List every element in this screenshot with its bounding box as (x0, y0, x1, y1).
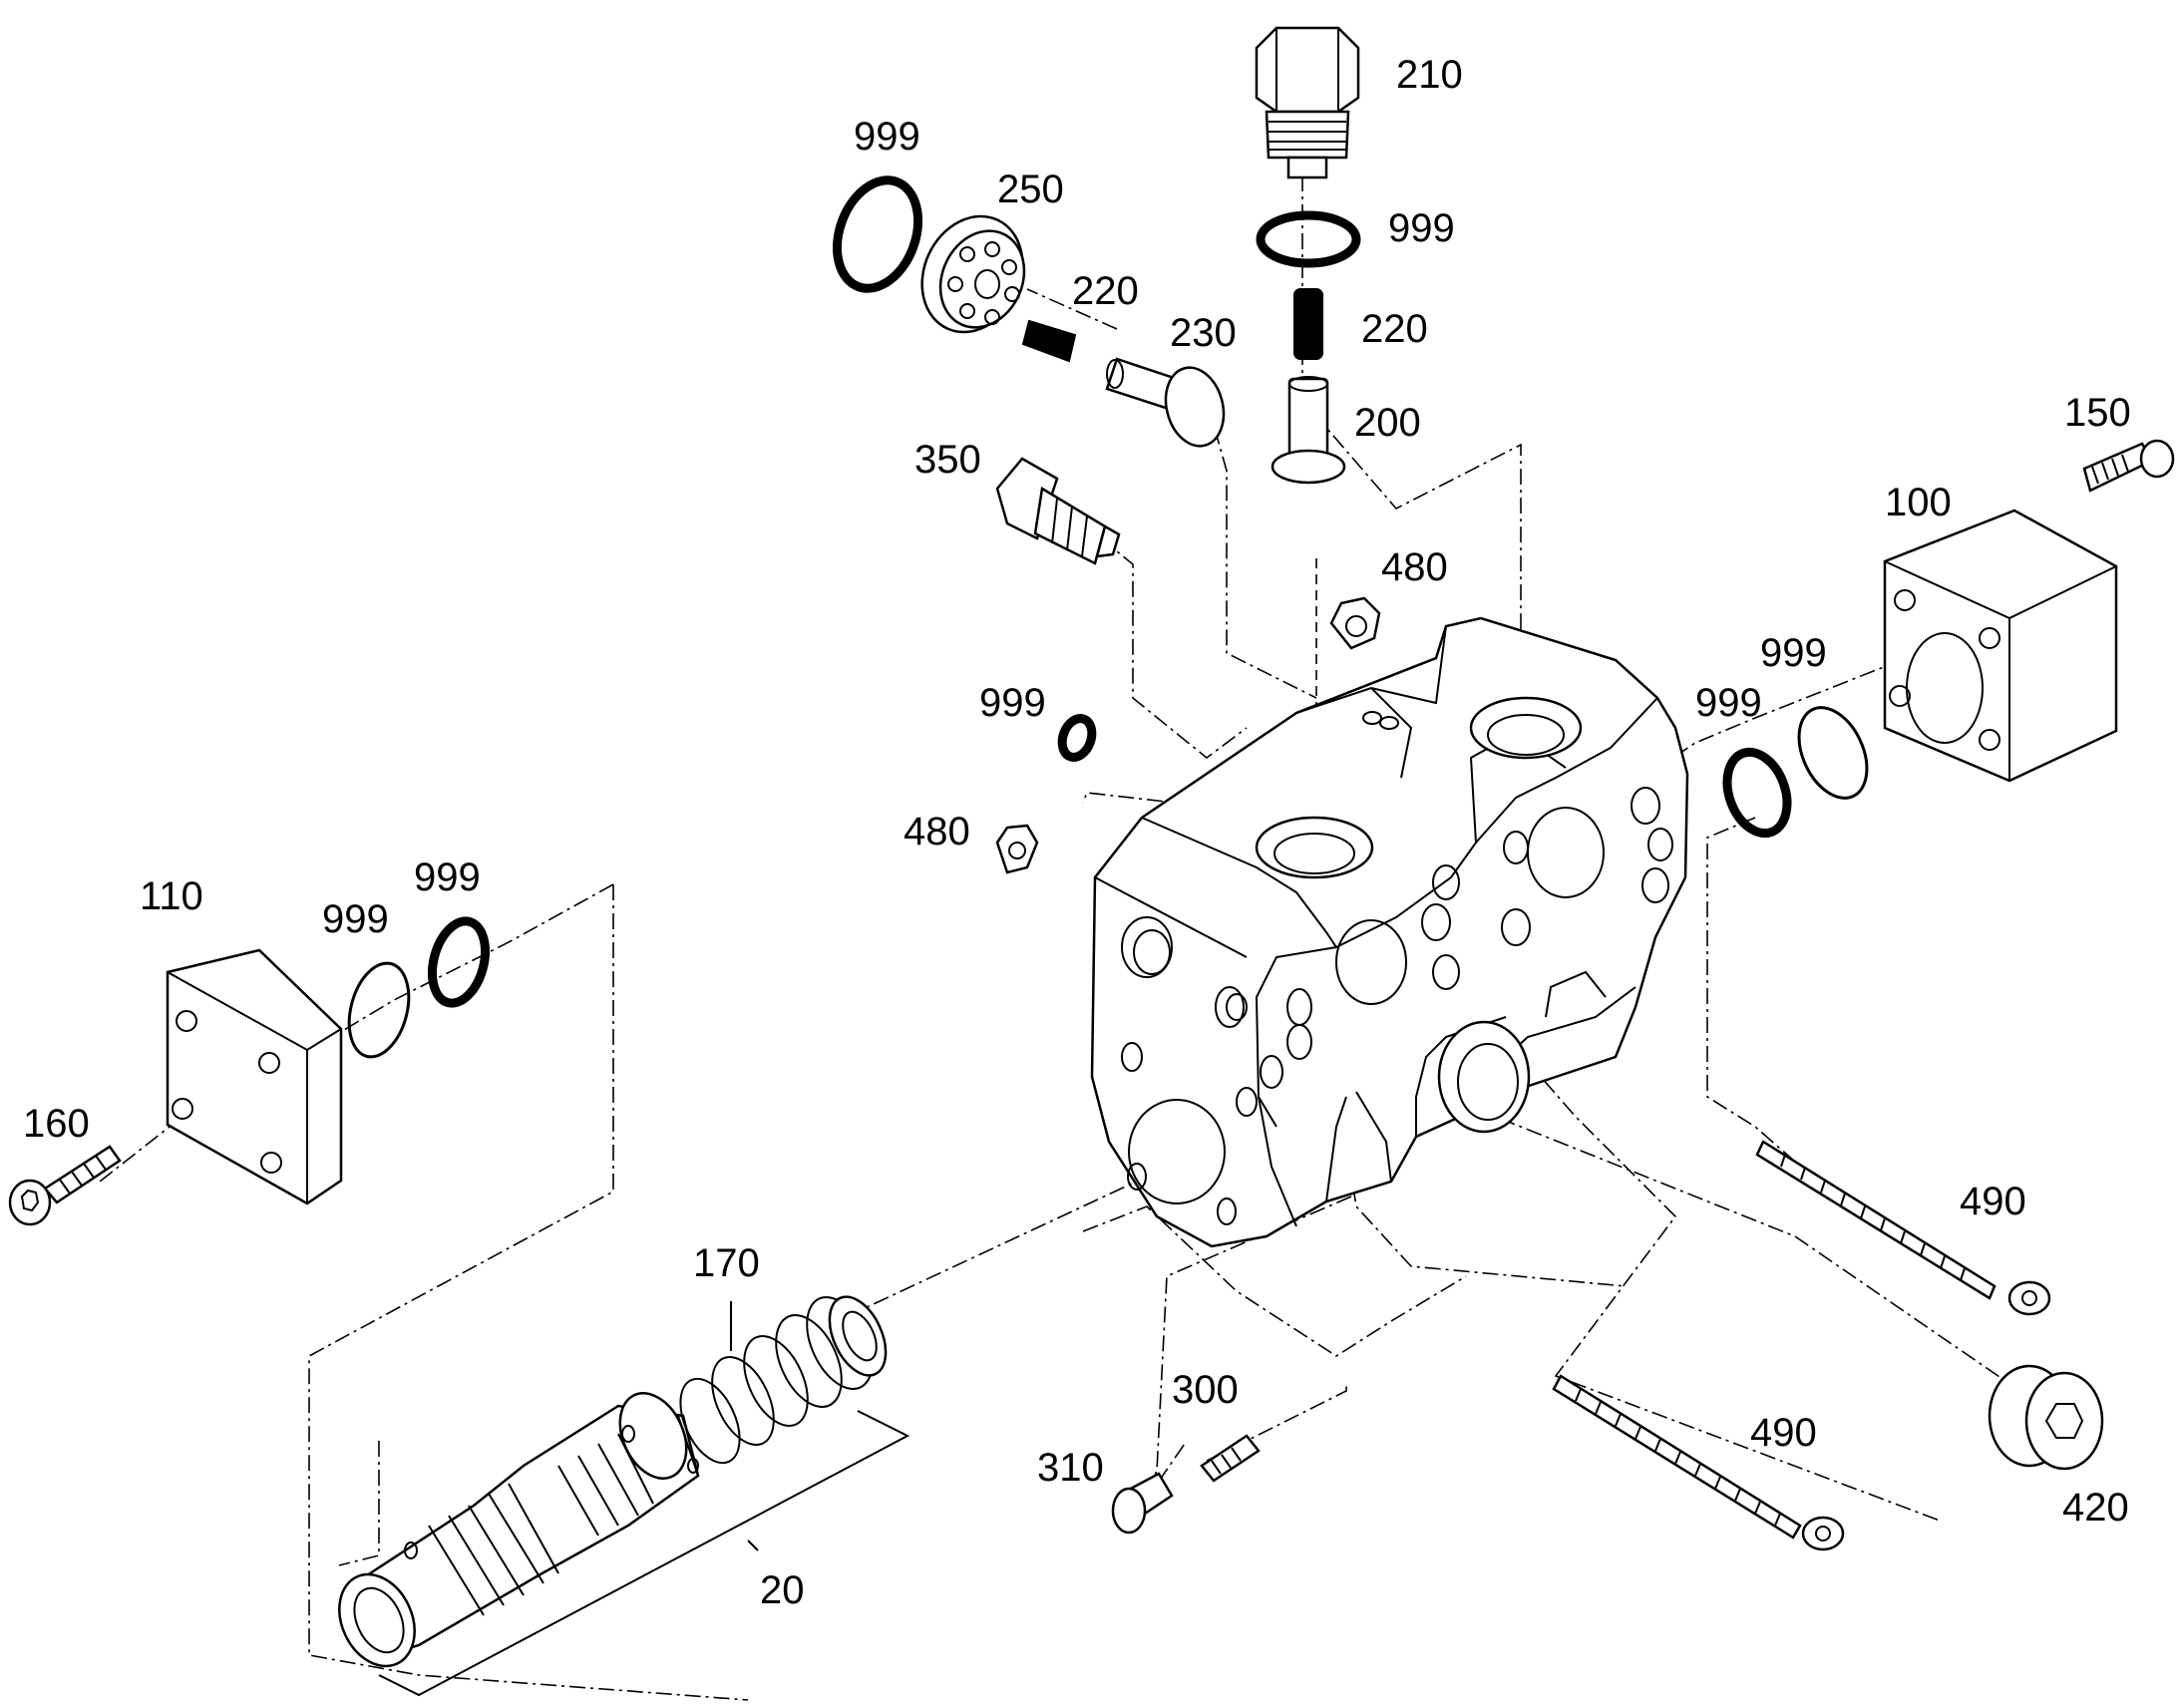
spring-300 (1200, 1434, 1261, 1483)
callout-310: 310 (1037, 1446, 1104, 1490)
o-ring-999-mid (1057, 714, 1097, 762)
o-ring-999-left-a (347, 961, 411, 1059)
callout-999-a: 999 (854, 115, 920, 159)
callout-999-b: 999 (1388, 206, 1455, 250)
piston-200 (1271, 376, 1346, 485)
callout-480-a: 480 (1381, 545, 1448, 589)
cartridge-350 (995, 457, 1121, 565)
spring-220-right (1293, 288, 1323, 360)
spring-220-upper (1021, 319, 1077, 363)
bracket-20 (378, 1410, 910, 1697)
spool-assembly-20 (338, 1392, 700, 1668)
callout-999-d: 999 (1695, 681, 1762, 725)
callout-999-e: 999 (979, 681, 1046, 725)
screw-150 (2082, 439, 2175, 493)
callout-220-b: 220 (1361, 307, 1428, 351)
plug-310 (1111, 1472, 1174, 1535)
callout-999-g: 999 (322, 897, 389, 941)
cover-block-100 (1883, 509, 2118, 783)
o-ring-999-top (1256, 210, 1361, 268)
callout-999-f: 999 (414, 855, 481, 899)
callout-300: 300 (1172, 1368, 1239, 1412)
assembly-lines (99, 118, 2075, 1701)
disk-250 (920, 214, 1026, 334)
callout-490-a: 490 (1960, 1180, 2026, 1223)
callout-490-b: 490 (1750, 1411, 1817, 1455)
o-ring-999-right-a (1722, 747, 1792, 839)
nut-480-lower (995, 824, 1039, 874)
callout-labels: 210 999 250 999 220 230 220 200 350 150 … (23, 53, 2131, 1612)
callout-170: 170 (693, 1241, 760, 1285)
callout-210: 210 (1396, 53, 1463, 97)
callout-480-b: 480 (904, 810, 970, 854)
callout-250: 250 (997, 168, 1064, 211)
callout-20: 20 (760, 1568, 805, 1612)
callout-230: 230 (1170, 311, 1237, 355)
callout-420: 420 (2062, 1486, 2129, 1530)
o-ring-999-right-b (1797, 706, 1869, 800)
callout-100: 100 (1885, 481, 1952, 524)
plug-210 (1255, 26, 1360, 179)
callout-220-a: 220 (1072, 269, 1139, 313)
plug-420 (1988, 1364, 2104, 1471)
leader-20 (747, 1539, 759, 1551)
screw-160 (8, 1145, 122, 1226)
callout-160: 160 (23, 1102, 90, 1146)
cover-block-110 (166, 948, 343, 1205)
callout-200: 200 (1354, 401, 1421, 445)
nut-480-upper (1329, 596, 1381, 650)
bolt-490-lower (1552, 1374, 1845, 1551)
callout-110: 110 (140, 874, 203, 918)
bolt-490-upper (1755, 1140, 2051, 1316)
o-ring-999-left-b (428, 916, 490, 1008)
callout-350: 350 (914, 438, 981, 482)
piston-230 (1105, 357, 1226, 448)
spring-170 (679, 1295, 888, 1465)
callout-999-c: 999 (1760, 631, 1827, 675)
valve-housing (1090, 616, 1689, 1248)
callout-150: 150 (2064, 391, 2131, 435)
o-ring-999-upper-left (832, 175, 923, 293)
o-rings (347, 175, 1869, 1059)
